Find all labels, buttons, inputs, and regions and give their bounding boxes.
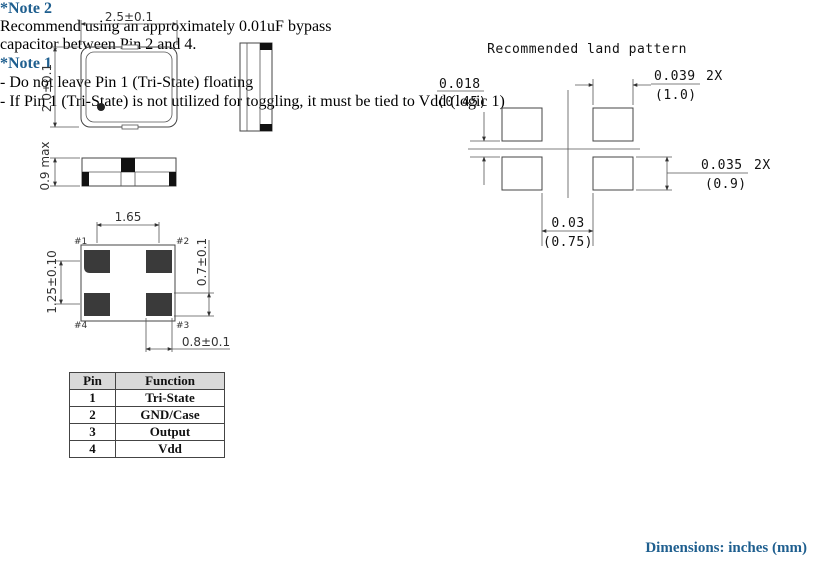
note-1: *Note 1 - Do not leave Pin 1 (Tri-State)…: [0, 54, 560, 111]
land-center-mm: (0.75): [543, 235, 593, 250]
pad-width-dim: 0.8±0.1: [182, 335, 230, 349]
pin-number: 4: [69, 440, 116, 458]
end-view: [239, 42, 273, 132]
pin-label-3: #3: [176, 321, 189, 331]
pin-number: 3: [69, 423, 116, 441]
table-row: 4 Vdd: [69, 440, 225, 458]
land-pad-bl: [501, 156, 543, 191]
land-pad-tr: [592, 107, 634, 142]
note-1-title: *Note 1: [0, 55, 52, 72]
pad-2: [146, 250, 172, 273]
land-gap-mm: (0.45): [437, 95, 487, 110]
top-view: 2.5±0.1 2.0±0.1: [40, 10, 178, 130]
pad-4: [84, 293, 110, 316]
package-lid: [85, 51, 173, 123]
note-1-line-1: - Do not leave Pin 1 (Tri-State) floatin…: [0, 74, 254, 91]
pin1-dot: [97, 103, 105, 111]
side-view: 0.9 max: [38, 141, 177, 191]
top-height-dim: 2.0±0.1: [40, 64, 54, 112]
land-width-inch: 0.039: [654, 69, 696, 84]
land-pattern: Recommended land pattern 0.018 (0.45) 0.…: [437, 42, 771, 250]
units-caption: Dimensions: inches (mm): [645, 540, 807, 556]
pad-span-dim: 1.25±0.10: [45, 250, 59, 314]
pin-function: Output: [115, 423, 225, 441]
side-height-dim: 0.9 max: [38, 141, 52, 190]
table-row: 3 Output: [69, 423, 225, 441]
table-row: 2 GND/Case: [69, 406, 225, 424]
pad-length-dim: 0.7±0.1: [195, 238, 209, 286]
note-2-title: *Note 2: [0, 0, 52, 17]
note-1-line-2: - If Pin 1 (Tri-State) is not utilized f…: [0, 93, 505, 110]
land-center-inch: 0.03: [551, 216, 584, 231]
land-pad-tl: [501, 107, 543, 142]
top-width-dim: 2.5±0.1: [105, 10, 153, 24]
header-function: Function: [115, 372, 225, 390]
pin-number: 2: [69, 406, 116, 424]
pin-function: Tri-State: [115, 389, 225, 407]
land-height-mult: 2X: [754, 158, 771, 173]
table-row: 1 Tri-State: [69, 389, 225, 407]
bottom-view: #1 #2 #4 #3 1.65 1.25±0.10 0.7±0.1 0.8±0…: [45, 210, 230, 352]
land-pad-br: [592, 156, 634, 191]
land-height-mm: (0.9): [705, 177, 747, 192]
pad-1: [84, 250, 110, 273]
pin-label-1: #1: [74, 237, 87, 247]
pin-label-4: #4: [74, 321, 88, 331]
land-width-mult: 2X: [706, 69, 723, 84]
land-pattern-title: Recommended land pattern: [487, 42, 687, 57]
land-gap-inch: 0.018: [439, 77, 481, 92]
pin-function-table: Pin Function 1 Tri-State 2 GND/Case 3 Ou…: [69, 372, 225, 458]
table-header-row: Pin Function: [69, 372, 225, 390]
pad-3: [146, 293, 172, 316]
land-width-mm: (1.0): [655, 88, 697, 103]
pin-function: Vdd: [115, 440, 225, 458]
package-outline: [80, 46, 178, 128]
pin-function: GND/Case: [115, 406, 225, 424]
header-pin: Pin: [69, 372, 116, 390]
land-height-inch: 0.035: [701, 158, 743, 173]
pin-number: 1: [69, 389, 116, 407]
pin-label-2: #2: [176, 237, 189, 247]
pad-pitch-dim: 1.65: [115, 210, 142, 224]
